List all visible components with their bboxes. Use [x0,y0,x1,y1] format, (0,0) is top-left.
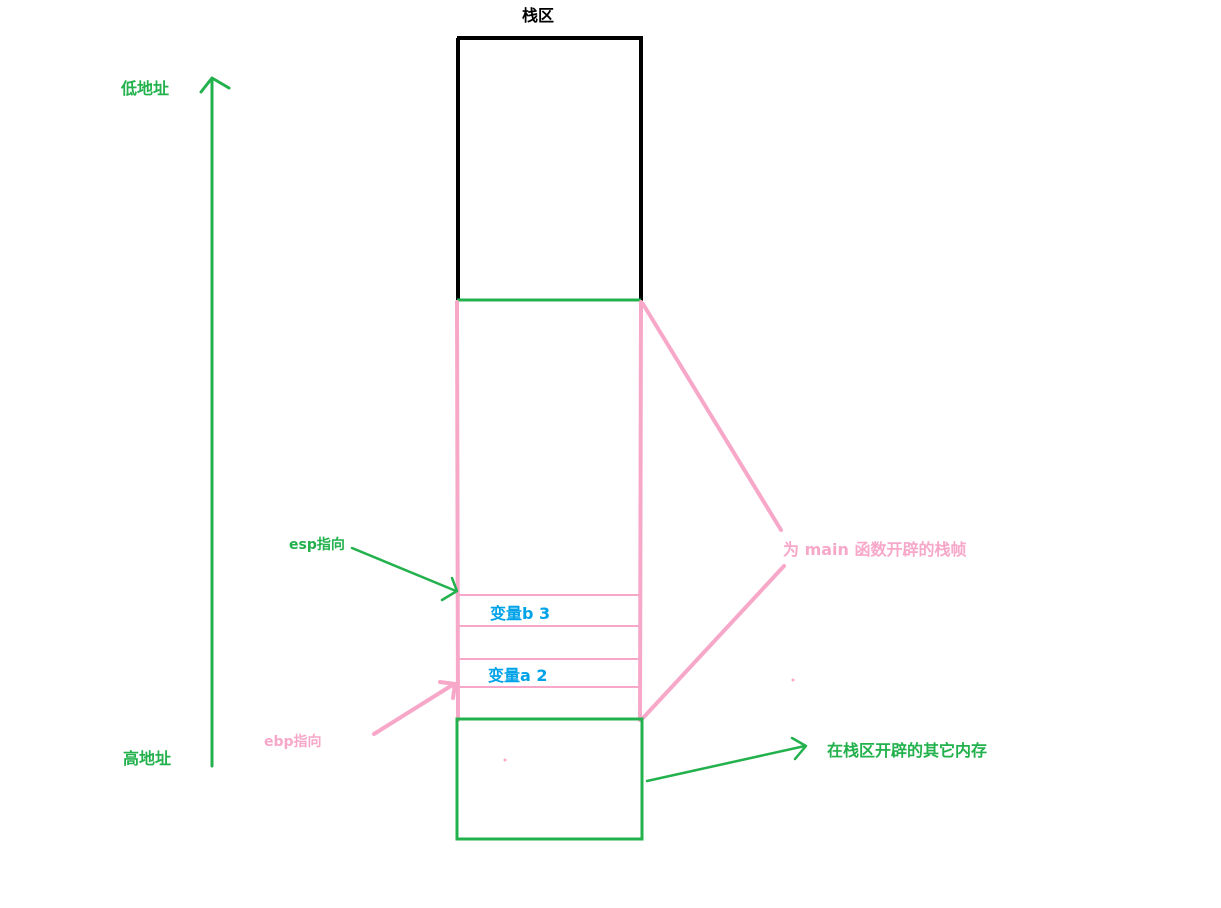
high-address-label: 高地址 [123,749,172,768]
low-address-label: 低地址 [121,79,170,98]
stack-region-box [456,36,643,301]
variable-slot-lines [458,594,640,688]
stray-dot [791,678,795,682]
other-memory-annotation: 在栈区开辟的其它内存 [827,741,988,760]
main-stack-frame [455,300,643,722]
stack-region-title: 栈区 [522,6,555,25]
ebp-pointer-arrow [372,680,457,736]
other-memory-box [455,717,644,841]
main-frame-bracket [641,302,786,720]
variable-a-label: 变量a 2 [488,666,548,685]
main-frame-annotation: 为 main 函数开辟的栈帧 [783,540,967,559]
ebp-label: ebp指向 [264,734,322,750]
other-memory-arrow [645,736,808,783]
stray-dot [503,758,507,762]
address-direction-arrow [199,76,231,768]
esp-pointer-arrow [350,546,459,602]
variable-b-label: 变量b 3 [490,604,551,623]
esp-label: esp指向 [289,537,345,553]
